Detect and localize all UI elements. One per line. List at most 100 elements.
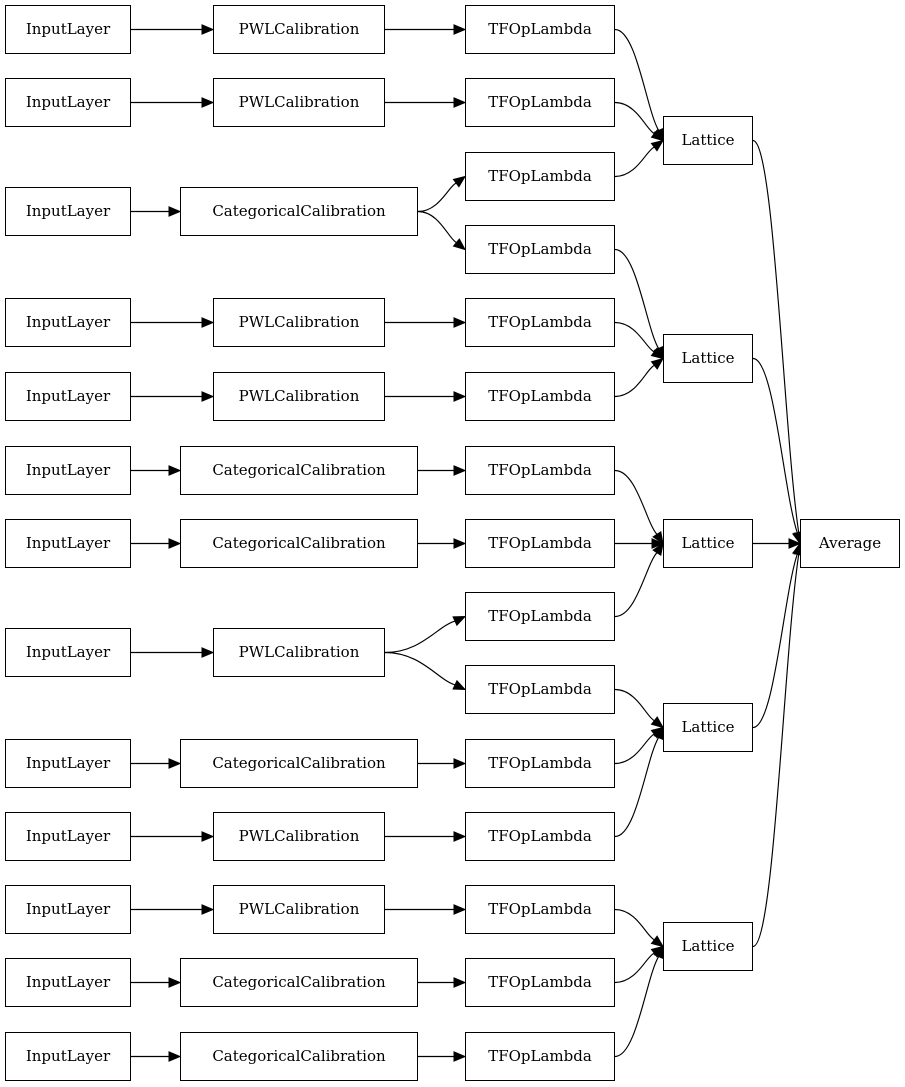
input-layer-node[interactable]: InputLayer bbox=[5, 812, 131, 861]
edge-lam11-to-lat3 bbox=[614, 737, 660, 838]
input-layer-node[interactable]: InputLayer bbox=[5, 187, 131, 236]
edge-lam6-to-lat2 bbox=[614, 469, 658, 535]
arrowhead-cal4-to-lam5 bbox=[453, 391, 467, 402]
calibration-node[interactable]: PWLCalibration bbox=[213, 628, 385, 677]
tf-op-lambda-node[interactable]: TFOpLambda bbox=[465, 5, 615, 54]
tf-op-lambda-node[interactable]: TFOpLambda bbox=[465, 372, 615, 421]
arrowhead-lam5-to-lat1 bbox=[650, 357, 665, 370]
arrowhead-cal3-to-lam4 bbox=[453, 317, 467, 328]
edge-lam3-to-lat1 bbox=[614, 248, 660, 349]
input-layer-node[interactable]: InputLayer bbox=[5, 519, 131, 568]
edge-lat0-to-avg bbox=[752, 139, 800, 533]
input-layer-node[interactable]: InputLayer bbox=[5, 1032, 131, 1081]
arrowhead-cal1-to-lam1 bbox=[453, 97, 467, 108]
arrowhead-lam3-to-lat1 bbox=[653, 345, 664, 360]
arrowhead-lam1-to-lat0 bbox=[650, 129, 665, 142]
arrowhead-lam13-to-lat4 bbox=[650, 945, 665, 958]
arrowhead-lam4-to-lat1 bbox=[650, 347, 665, 360]
arrowhead-cal6-to-lam7 bbox=[453, 538, 467, 549]
calibration-node[interactable]: CategoricalCalibration bbox=[180, 187, 418, 236]
arrowhead-lam14-to-lat4 bbox=[653, 945, 664, 960]
edge-lam5-to-lat1 bbox=[614, 364, 655, 398]
arrowhead-in7-to-cal7 bbox=[201, 647, 215, 658]
arrowhead-lam6-to-lat2 bbox=[652, 530, 664, 545]
calibration-node[interactable]: PWLCalibration bbox=[213, 78, 385, 127]
input-layer-node[interactable]: InputLayer bbox=[5, 739, 131, 788]
edge-lam9-to-lat3 bbox=[614, 688, 655, 722]
arrowhead-cal10-to-lam12 bbox=[453, 904, 467, 915]
calibration-node[interactable]: PWLCalibration bbox=[213, 812, 385, 861]
arrowhead-lam7-to-lat2 bbox=[651, 538, 665, 549]
arrowhead-in9-to-cal9 bbox=[201, 831, 215, 842]
calibration-node[interactable]: PWLCalibration bbox=[213, 885, 385, 934]
tf-op-lambda-node[interactable]: TFOpLambda bbox=[465, 665, 615, 714]
lattice-node[interactable]: Lattice bbox=[663, 922, 753, 971]
input-layer-node[interactable]: InputLayer bbox=[5, 446, 131, 495]
lattice-node[interactable]: Lattice bbox=[663, 116, 753, 165]
edge-cal2-to-lam2 bbox=[417, 182, 457, 213]
edge-lat4-to-avg bbox=[752, 554, 800, 948]
tf-op-lambda-node[interactable]: TFOpLambda bbox=[465, 739, 615, 788]
edge-cal7-to-lam9 bbox=[384, 651, 456, 686]
edge-cal2-to-lam3 bbox=[417, 210, 457, 244]
tf-op-lambda-node[interactable]: TFOpLambda bbox=[465, 446, 615, 495]
calibration-node[interactable]: CategoricalCalibration bbox=[180, 1032, 418, 1081]
arrowhead-in10-to-cal10 bbox=[201, 904, 215, 915]
tf-op-lambda-node[interactable]: TFOpLambda bbox=[465, 78, 615, 127]
calibration-node[interactable]: PWLCalibration bbox=[213, 372, 385, 421]
tf-op-lambda-node[interactable]: TFOpLambda bbox=[465, 592, 615, 641]
edge-lam4-to-lat1 bbox=[614, 321, 655, 353]
lattice-node[interactable]: Lattice bbox=[663, 703, 753, 752]
calibration-node[interactable]: CategoricalCalibration bbox=[180, 446, 418, 495]
arrowhead-in0-to-cal0 bbox=[201, 24, 215, 35]
tf-op-lambda-node[interactable]: TFOpLambda bbox=[465, 812, 615, 861]
calibration-node[interactable]: PWLCalibration bbox=[213, 298, 385, 347]
input-layer-node[interactable]: InputLayer bbox=[5, 5, 131, 54]
input-layer-node[interactable]: InputLayer bbox=[5, 78, 131, 127]
tf-op-lambda-node[interactable]: TFOpLambda bbox=[465, 225, 615, 274]
arrowhead-in6-to-cal6 bbox=[168, 538, 182, 549]
edge-lam8-to-lat2 bbox=[614, 552, 658, 618]
edge-lam1-to-lat0 bbox=[614, 101, 655, 135]
edge-lam12-to-lat4 bbox=[614, 908, 655, 941]
arrowhead-cal11-to-lam13 bbox=[453, 977, 467, 988]
tf-op-lambda-node[interactable]: TFOpLambda bbox=[465, 1032, 615, 1081]
calibration-node[interactable]: CategoricalCalibration bbox=[180, 958, 418, 1007]
tf-op-lambda-node[interactable]: TFOpLambda bbox=[465, 152, 615, 201]
edge-lam14-to-lat4 bbox=[614, 956, 660, 1058]
edge-lam2-to-lat0 bbox=[614, 146, 655, 178]
arrowhead-lam8-to-lat2 bbox=[652, 542, 664, 557]
arrowhead-in12-to-cal12 bbox=[168, 1051, 182, 1062]
arrowhead-in2-to-cal2 bbox=[168, 206, 182, 217]
tf-op-lambda-node[interactable]: TFOpLambda bbox=[465, 958, 615, 1007]
tf-op-lambda-node[interactable]: TFOpLambda bbox=[465, 298, 615, 347]
arrowhead-lam11-to-lat3 bbox=[653, 726, 664, 741]
input-layer-node[interactable]: InputLayer bbox=[5, 372, 131, 421]
average-output-node[interactable]: Average bbox=[800, 519, 900, 568]
arrowhead-lam2-to-lat0 bbox=[650, 139, 665, 152]
input-layer-node[interactable]: InputLayer bbox=[5, 628, 131, 677]
arrowhead-in3-to-cal3 bbox=[201, 317, 215, 328]
edge-lat1-to-avg bbox=[752, 357, 798, 534]
input-layer-node[interactable]: InputLayer bbox=[5, 885, 131, 934]
input-layer-node[interactable]: InputLayer bbox=[5, 958, 131, 1007]
calibration-node[interactable]: CategoricalCalibration bbox=[180, 519, 418, 568]
arrowhead-lam12-to-lat4 bbox=[650, 935, 665, 948]
arrowhead-cal7-to-lam8 bbox=[452, 615, 467, 627]
arrowhead-in4-to-cal4 bbox=[201, 391, 215, 402]
edge-lam10-to-lat3 bbox=[614, 733, 655, 765]
input-layer-node[interactable]: InputLayer bbox=[5, 298, 131, 347]
calibration-node[interactable]: PWLCalibration bbox=[213, 5, 385, 54]
calibration-node[interactable]: CategoricalCalibration bbox=[180, 739, 418, 788]
tf-op-lambda-node[interactable]: TFOpLambda bbox=[465, 885, 615, 934]
arrowhead-lat2-to-avg bbox=[788, 538, 802, 549]
tf-op-lambda-node[interactable]: TFOpLambda bbox=[465, 519, 615, 568]
lattice-node[interactable]: Lattice bbox=[663, 334, 753, 383]
arrowhead-cal0-to-lam0 bbox=[453, 24, 467, 35]
lattice-node[interactable]: Lattice bbox=[663, 519, 753, 568]
arrowhead-lam0-to-lat0 bbox=[653, 127, 664, 142]
arrowhead-cal2-to-lam2 bbox=[452, 175, 467, 188]
arrowhead-in1-to-cal1 bbox=[201, 97, 215, 108]
